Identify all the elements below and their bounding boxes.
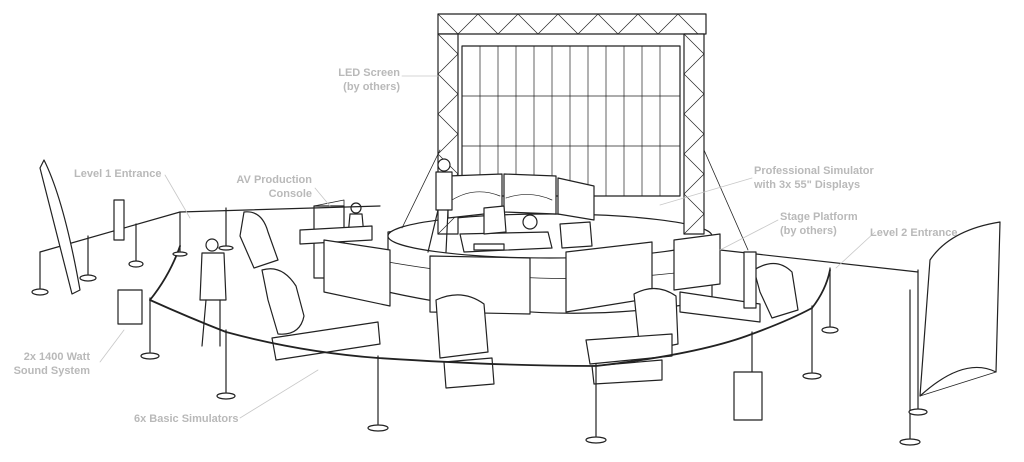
level2-entrance-label-line1: Level 2 Entrance — [870, 227, 958, 239]
level2-entrance-label: Level 2 Entrance — [870, 226, 957, 240]
av-console-label-line2: Console — [268, 188, 312, 200]
sound-system-label: 2x 1400 Watt Sound System — [10, 350, 90, 378]
stage-platform-label-line1: Stage Platform — [780, 211, 858, 223]
stage-platform-label: Stage Platform (by others) — [780, 210, 858, 238]
led-screen-label-line2: (by others) — [343, 81, 400, 93]
professional-simulator — [447, 173, 595, 253]
sound-system-label-line1: 2x 1400 Watt — [23, 351, 90, 363]
leader-lines — [99, 75, 876, 419]
front-monitors — [323, 233, 721, 315]
led-screen-panel — [461, 45, 681, 197]
led-screen-label: LED Screen (by others) — [304, 66, 400, 94]
pro-simulator-label-line2: with 3x 55" Displays — [754, 179, 861, 191]
led-screen-label-line1: LED Screen — [338, 67, 400, 79]
pro-simulator-label-line1: Professional Simulator — [754, 165, 874, 177]
av-console-label-line1: AV Production — [236, 174, 312, 186]
sound-speakers — [113, 199, 763, 421]
basic-simulators-label: 6x Basic Simulators — [134, 412, 239, 426]
av-console-label: AV Production Console — [212, 173, 312, 201]
basic-simulators-label-line1: 6x Basic Simulators — [134, 413, 239, 425]
pro-simulator-label: Professional Simulator with 3x 55" Displ… — [754, 164, 874, 192]
basic-simulators — [239, 211, 799, 389]
level1-entrance-label-line1: Level 1 Entrance — [74, 168, 162, 180]
entrance-banners — [39, 159, 1001, 397]
person-on-stage — [427, 158, 453, 253]
level1-entrance-label: Level 1 Entrance — [74, 167, 161, 181]
sound-system-label-line2: Sound System — [13, 365, 90, 377]
person-attendant — [199, 238, 227, 347]
stage-platform-label-line2: (by others) — [780, 225, 837, 237]
